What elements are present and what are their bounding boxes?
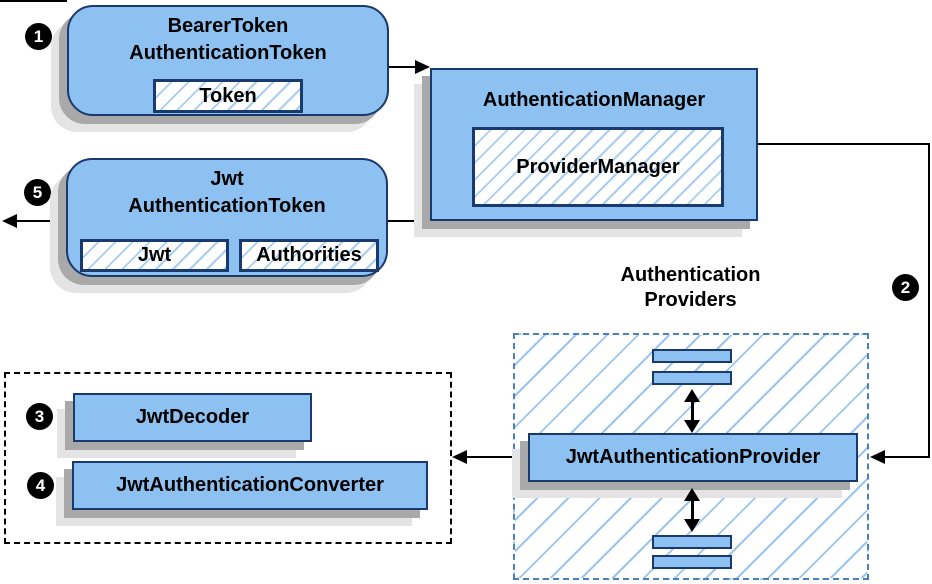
manager-to-provider-line-bottom [884, 456, 930, 458]
step-3-badge: 3 [26, 403, 53, 430]
authentication-providers-label-line1: Authentication [620, 264, 761, 286]
provider-stack-icon [652, 349, 732, 363]
step-5-badge: 5 [24, 179, 51, 206]
jwt-token-title-line2: AuthenticationToken [128, 195, 326, 217]
authentication-providers-label-line2: Providers [644, 289, 737, 311]
provider-stack-icon [652, 555, 732, 569]
authentication-manager-node: AuthenticationManager ProviderManager [430, 68, 758, 221]
arrow-to-authentication-manager-head-icon [415, 60, 430, 74]
step-4-badge: 4 [27, 472, 54, 499]
provider-to-components-line [466, 456, 528, 458]
manager-to-provider-line-right [928, 143, 930, 457]
manager-to-jwt-token-line [388, 220, 434, 222]
step-1-badge: 1 [25, 23, 52, 50]
jwt-decoder-node: JwtDecoder [73, 393, 312, 442]
manager-to-provider-line-top [758, 143, 930, 145]
outgoing-response-line [14, 220, 67, 222]
provider-stack-icon [652, 535, 732, 549]
authentication-providers-label: Authentication Providers [558, 263, 823, 313]
bearer-token-node-title: BearerToken AuthenticationToken [69, 13, 387, 67]
bearer-token-authentication-token-node: BearerToken AuthenticationToken Token [67, 5, 389, 116]
authentication-manager-title: AuthenticationManager [482, 89, 706, 111]
double-arrow-icon [683, 389, 701, 433]
jwt-token-node-title: Jwt AuthenticationToken [68, 166, 386, 220]
jwt-field: Jwt [80, 239, 229, 272]
incoming-request-line [0, 0, 67, 2]
authorities-field: Authorities [239, 239, 379, 272]
jwt-authentication-converter-node: JwtAuthenticationConverter [72, 461, 428, 510]
step-2-badge: 2 [892, 274, 919, 301]
arrow-to-authentication-manager-line [389, 66, 417, 68]
provider-manager-field: ProviderManager [472, 127, 724, 207]
jwt-authentication-provider-node: JwtAuthenticationProvider [528, 433, 858, 482]
double-arrow-icon [683, 488, 701, 532]
jwt-token-title-line1: Jwt [210, 168, 244, 190]
bearer-token-title-line1: BearerToken [167, 15, 289, 37]
provider-to-components-arrowhead-icon [452, 450, 467, 464]
token-field: Token [153, 79, 303, 113]
provider-stack-icon [652, 371, 732, 385]
outgoing-response-arrowhead-icon [2, 214, 17, 228]
jwt-components-group [4, 372, 452, 544]
bearer-token-title-line2: AuthenticationToken [129, 42, 327, 64]
jwt-authentication-token-node: Jwt AuthenticationToken Jwt Authorities [66, 158, 388, 277]
manager-to-provider-arrowhead-icon [870, 450, 885, 464]
